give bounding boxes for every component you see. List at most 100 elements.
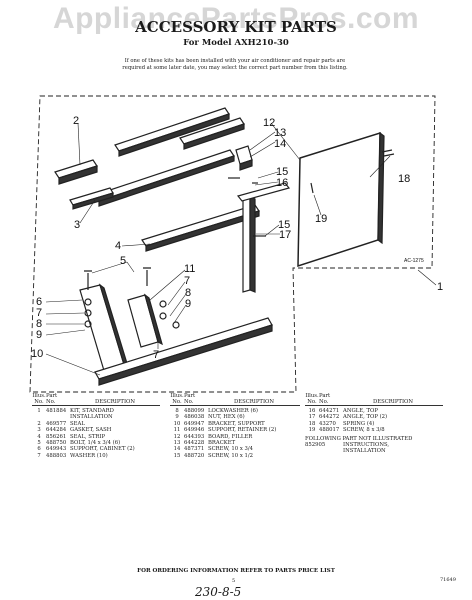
page-number: 5	[232, 578, 236, 584]
callout-2: 2	[73, 115, 79, 127]
callout-3: 3	[74, 219, 80, 231]
part-description: SEAL	[70, 420, 85, 427]
part-header: Part	[46, 393, 58, 399]
callout-15: 15	[276, 166, 288, 178]
top-angle-vertical-part	[242, 194, 256, 293]
illus-number: 13	[173, 440, 181, 447]
ordering-info: FOR ORDERING INFORMATION REFER TO PARTS …	[137, 568, 335, 574]
part-number: 649943	[46, 446, 67, 453]
illus-number: 4	[37, 433, 41, 440]
illus-no-header: No.	[172, 399, 182, 405]
spring-part	[381, 149, 395, 157]
part-description: BRACKET, SUPPORT	[208, 420, 265, 427]
intro-note-line: required at some later date, you may sel…	[122, 65, 348, 71]
callout-7c: 7	[153, 349, 159, 361]
part-description: NUT, HEX (6)	[208, 414, 245, 421]
part-description: INSTRUCTIONS,	[343, 442, 390, 449]
part-description: SPRING (4)	[343, 420, 375, 427]
callout-9b: 9	[185, 298, 191, 310]
document-code: 71649	[440, 577, 456, 583]
illus-number: 10	[173, 420, 181, 427]
part-description: SCREW, 8 x 3/8	[343, 427, 385, 434]
part-number: 487371	[184, 446, 205, 453]
illus-header: Illus.	[32, 393, 46, 399]
part-number: 649947	[184, 420, 205, 427]
table-row: 852905 INSTRUCTIONS,	[305, 442, 443, 448]
cabinet-support-part	[79, 283, 130, 375]
part-description: SUPPORT, RETAINER (2)	[208, 427, 277, 434]
strip-seal-part	[141, 204, 260, 252]
part-description: LOCKWASHER (6)	[208, 408, 258, 414]
callout-1: 1	[437, 281, 443, 293]
illus-number: 8	[175, 408, 179, 414]
illus-number: 17	[308, 414, 316, 421]
part-description: BRACKET	[208, 440, 236, 447]
part-description: INSTALLATION	[70, 414, 113, 421]
callout-16: 16	[276, 177, 288, 189]
callout-8b: 8	[185, 287, 191, 299]
part-number: 481884	[46, 408, 67, 414]
description-header: DESCRIPTION	[233, 399, 275, 405]
part-number: 469577	[46, 420, 67, 427]
illus-header: Illus.	[170, 393, 184, 399]
part-description: ANGLE, TOP	[343, 408, 378, 414]
callout-8: 8	[36, 318, 42, 330]
not-illustrated-section: FOLLOWING PART NOT ILLUSTRATED 852905 INS…	[305, 436, 443, 455]
callout-leaders	[45, 122, 437, 376]
part-header: Part	[319, 393, 331, 399]
illus-number: 15	[173, 452, 181, 459]
callout-7b: 7	[184, 275, 190, 287]
part-description: KIT, STANDARD	[70, 408, 114, 414]
illus-number: 1	[37, 408, 41, 414]
bracket-part	[235, 145, 253, 171]
callout-9: 9	[36, 329, 42, 341]
page-title: ACCESSORY KIT PARTS	[135, 18, 337, 36]
table-row: INSTALLATION	[32, 414, 160, 420]
not-illustrated-heading: FOLLOWING PART NOT ILLUSTRATED	[305, 435, 413, 442]
illus-number: 11	[173, 427, 181, 434]
part-no-header: No.	[46, 399, 56, 405]
seal-part	[54, 159, 98, 185]
part-number: 488803	[46, 452, 67, 459]
part-description: GASKET, SASH	[70, 427, 112, 434]
part-description: BOARD, FILLER	[208, 433, 253, 440]
part-description: SEAL, STRIP	[70, 433, 106, 440]
callout-17: 17	[279, 229, 291, 241]
washer-parts	[84, 298, 180, 329]
part-number: 488720	[184, 452, 205, 459]
callout-4: 4	[115, 240, 121, 252]
callout-7: 7	[36, 307, 42, 319]
part-number: 856261	[46, 433, 67, 440]
part-description: SCREW, 10 x 3/4	[208, 446, 254, 453]
part-number: 43270	[319, 420, 336, 427]
part-number: 852905	[305, 442, 326, 449]
illus-number: 19	[308, 427, 316, 434]
part-number	[305, 448, 343, 454]
long-seal-parts	[114, 107, 245, 157]
top-angle-horizontal-part	[236, 182, 291, 202]
callout-6: 6	[36, 296, 42, 308]
part-number: 644271	[319, 408, 340, 414]
part-number: 644272	[319, 414, 340, 421]
callout-18: 18	[398, 173, 410, 185]
illus-number: 14	[173, 446, 181, 453]
